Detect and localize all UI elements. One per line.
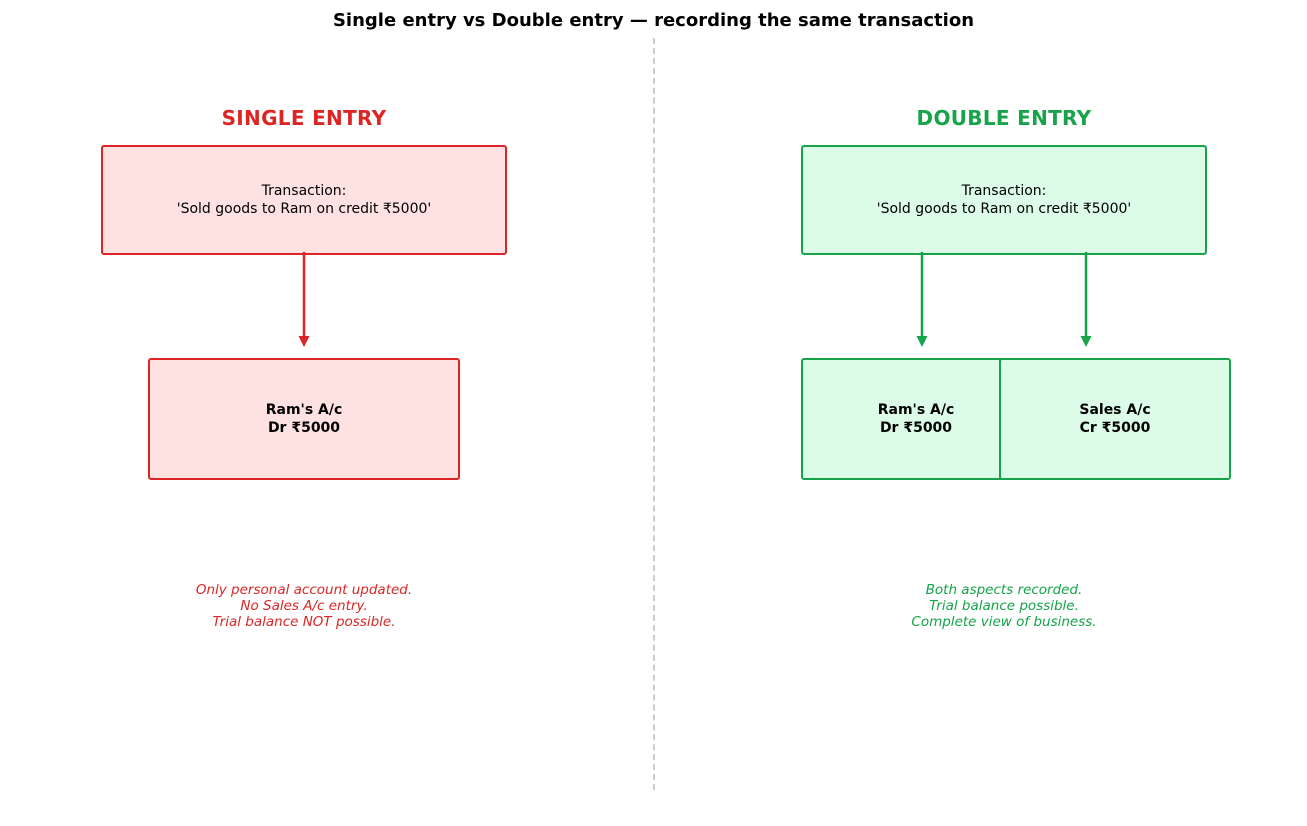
center-divider <box>653 38 655 790</box>
single-transaction-label: Transaction: <box>261 183 347 199</box>
double-arrow-sales <box>1080 252 1092 347</box>
double-arrow-rams <box>916 252 928 347</box>
double-rams-account-box: Ram's A/c Dr ₹5000 <box>801 358 1031 480</box>
single-account-amount: Dr ₹5000 <box>267 420 341 436</box>
single-transaction-text: 'Sold goods to Ram on credit ₹5000' <box>176 201 432 217</box>
double-note-line-3: Complete view of business. <box>911 614 1097 630</box>
single-transaction-box: Transaction: 'Sold goods to Ram on credi… <box>101 145 507 255</box>
single-note-line-3: Trial balance NOT possible. <box>212 614 396 630</box>
double-entry-note: Both aspects recorded. Trial balance pos… <box>804 582 1204 630</box>
page-title: Single entry vs Double entry — recording… <box>332 10 975 31</box>
double-rams-account-name: Ram's A/c <box>877 402 955 418</box>
double-transaction-label: Transaction: <box>961 183 1047 199</box>
double-transaction-text: 'Sold goods to Ram on credit ₹5000' <box>876 201 1132 217</box>
double-entry-heading: DOUBLE ENTRY <box>916 106 1092 130</box>
single-rams-account-box: Ram's A/c Dr ₹5000 <box>148 358 460 480</box>
double-transaction-box: Transaction: 'Sold goods to Ram on credi… <box>801 145 1207 255</box>
single-note-line-1: Only personal account updated. <box>195 582 413 598</box>
single-entry-heading: SINGLE ENTRY <box>221 106 387 130</box>
single-account-name: Ram's A/c <box>265 402 343 418</box>
double-sales-account-name: Sales A/c <box>1079 402 1151 418</box>
double-sales-account-box: Sales A/c Cr ₹5000 <box>999 358 1231 480</box>
single-note-line-2: No Sales A/c entry. <box>240 598 368 614</box>
double-note-line-2: Trial balance possible. <box>929 598 1079 614</box>
double-sales-account-amount: Cr ₹5000 <box>1079 420 1151 436</box>
double-rams-account-amount: Dr ₹5000 <box>879 420 953 436</box>
single-entry-note: Only personal account updated. No Sales … <box>104 582 504 630</box>
double-note-line-1: Both aspects recorded. <box>925 582 1083 598</box>
single-arrow <box>298 252 310 347</box>
